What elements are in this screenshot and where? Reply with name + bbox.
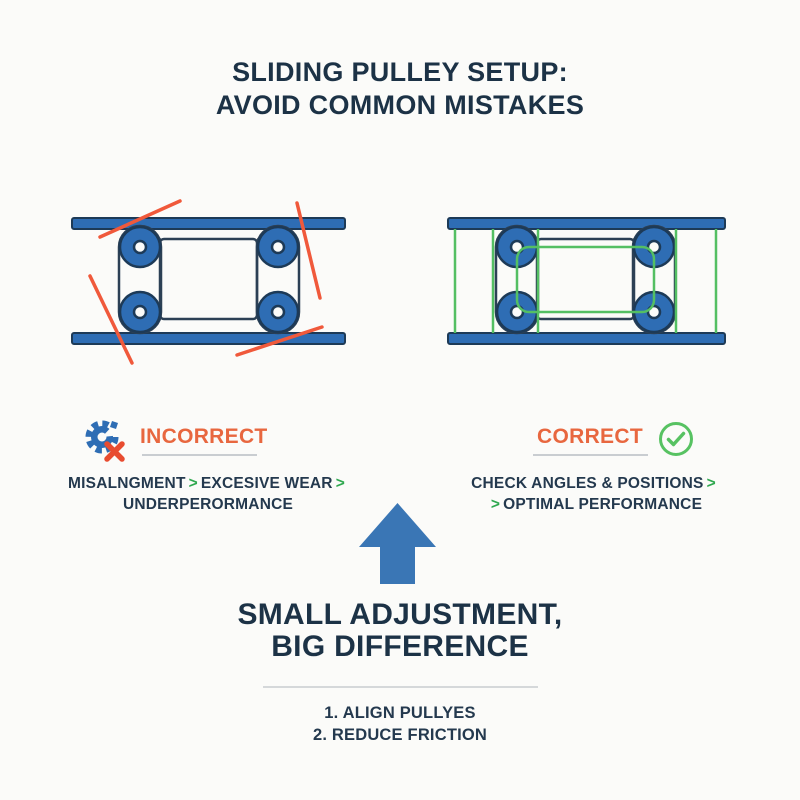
footer-steps: 1. ALIGN PULLYES 2. REDUCE FRICTION — [0, 703, 800, 746]
page-title-line1: SLIDING PULLEY SETUP: — [232, 57, 568, 87]
bottom-rail — [447, 332, 726, 345]
chevron-separator: > — [706, 475, 716, 492]
check-circle-icon — [659, 422, 693, 456]
incorrect-flow-text: MISALNGMENT>EXCESIVE WEAR> UNDERPERORMAN… — [58, 474, 358, 515]
misalignment-lines — [88, 199, 324, 365]
page-title-line2: AVOID COMMON MISTAKES — [215, 90, 585, 120]
correct-flow-line2: >OPTIMAL PERFORMANCE — [445, 495, 745, 516]
chevron-separator: > — [490, 495, 501, 513]
belt-frame — [158, 237, 259, 321]
correct-flow-text: CHECK ANGLES & POSITIONS> >OPTIMAL PERFO… — [445, 474, 745, 515]
step-item-1: 1. ALIGN PULLYES — [324, 704, 476, 722]
pulleys — [118, 225, 300, 334]
step-item-2: 2. REDUCE FRICTION — [312, 725, 488, 744]
misaligned-pulley-diagram — [71, 199, 346, 365]
footer-divider — [263, 686, 538, 688]
chevron-separator: > — [335, 475, 345, 492]
correct-underline — [533, 454, 648, 456]
incorrect-label: INCORRECT — [140, 425, 268, 448]
footer-headline-line1: SMALL ADJUSTMENT, — [237, 598, 563, 631]
correct-flow-line1: CHECK ANGLES & POSITIONS> — [445, 474, 745, 495]
incorrect-flow-line1: MISALNGMENT>EXCESIVE WEAR> — [58, 474, 358, 495]
footer-headline-line2: BIG DIFFERENCE — [271, 630, 529, 663]
chevron-separator: > — [188, 475, 198, 492]
aligned-pulley-diagram — [447, 217, 726, 345]
page-title: SLIDING PULLEY SETUP: AVOID COMMON MISTA… — [0, 56, 800, 122]
pulleys — [495, 225, 676, 334]
x-mark — [104, 441, 125, 462]
alignment-guide-lines — [453, 229, 718, 333]
footer-headline: SMALL ADJUSTMENT, BIG DIFFERENCE — [0, 599, 800, 663]
top-rail — [447, 217, 726, 230]
up-arrow-icon — [359, 503, 436, 584]
broken-gear-x-icon — [85, 420, 125, 462]
correct-label: CORRECT — [537, 425, 643, 448]
belt-frame — [535, 237, 636, 321]
incorrect-underline — [142, 454, 257, 456]
gear-fragment — [110, 421, 118, 429]
incorrect-flow-line2: UNDERPERORMANCE — [122, 495, 294, 513]
gear-break-gap — [102, 423, 122, 437]
